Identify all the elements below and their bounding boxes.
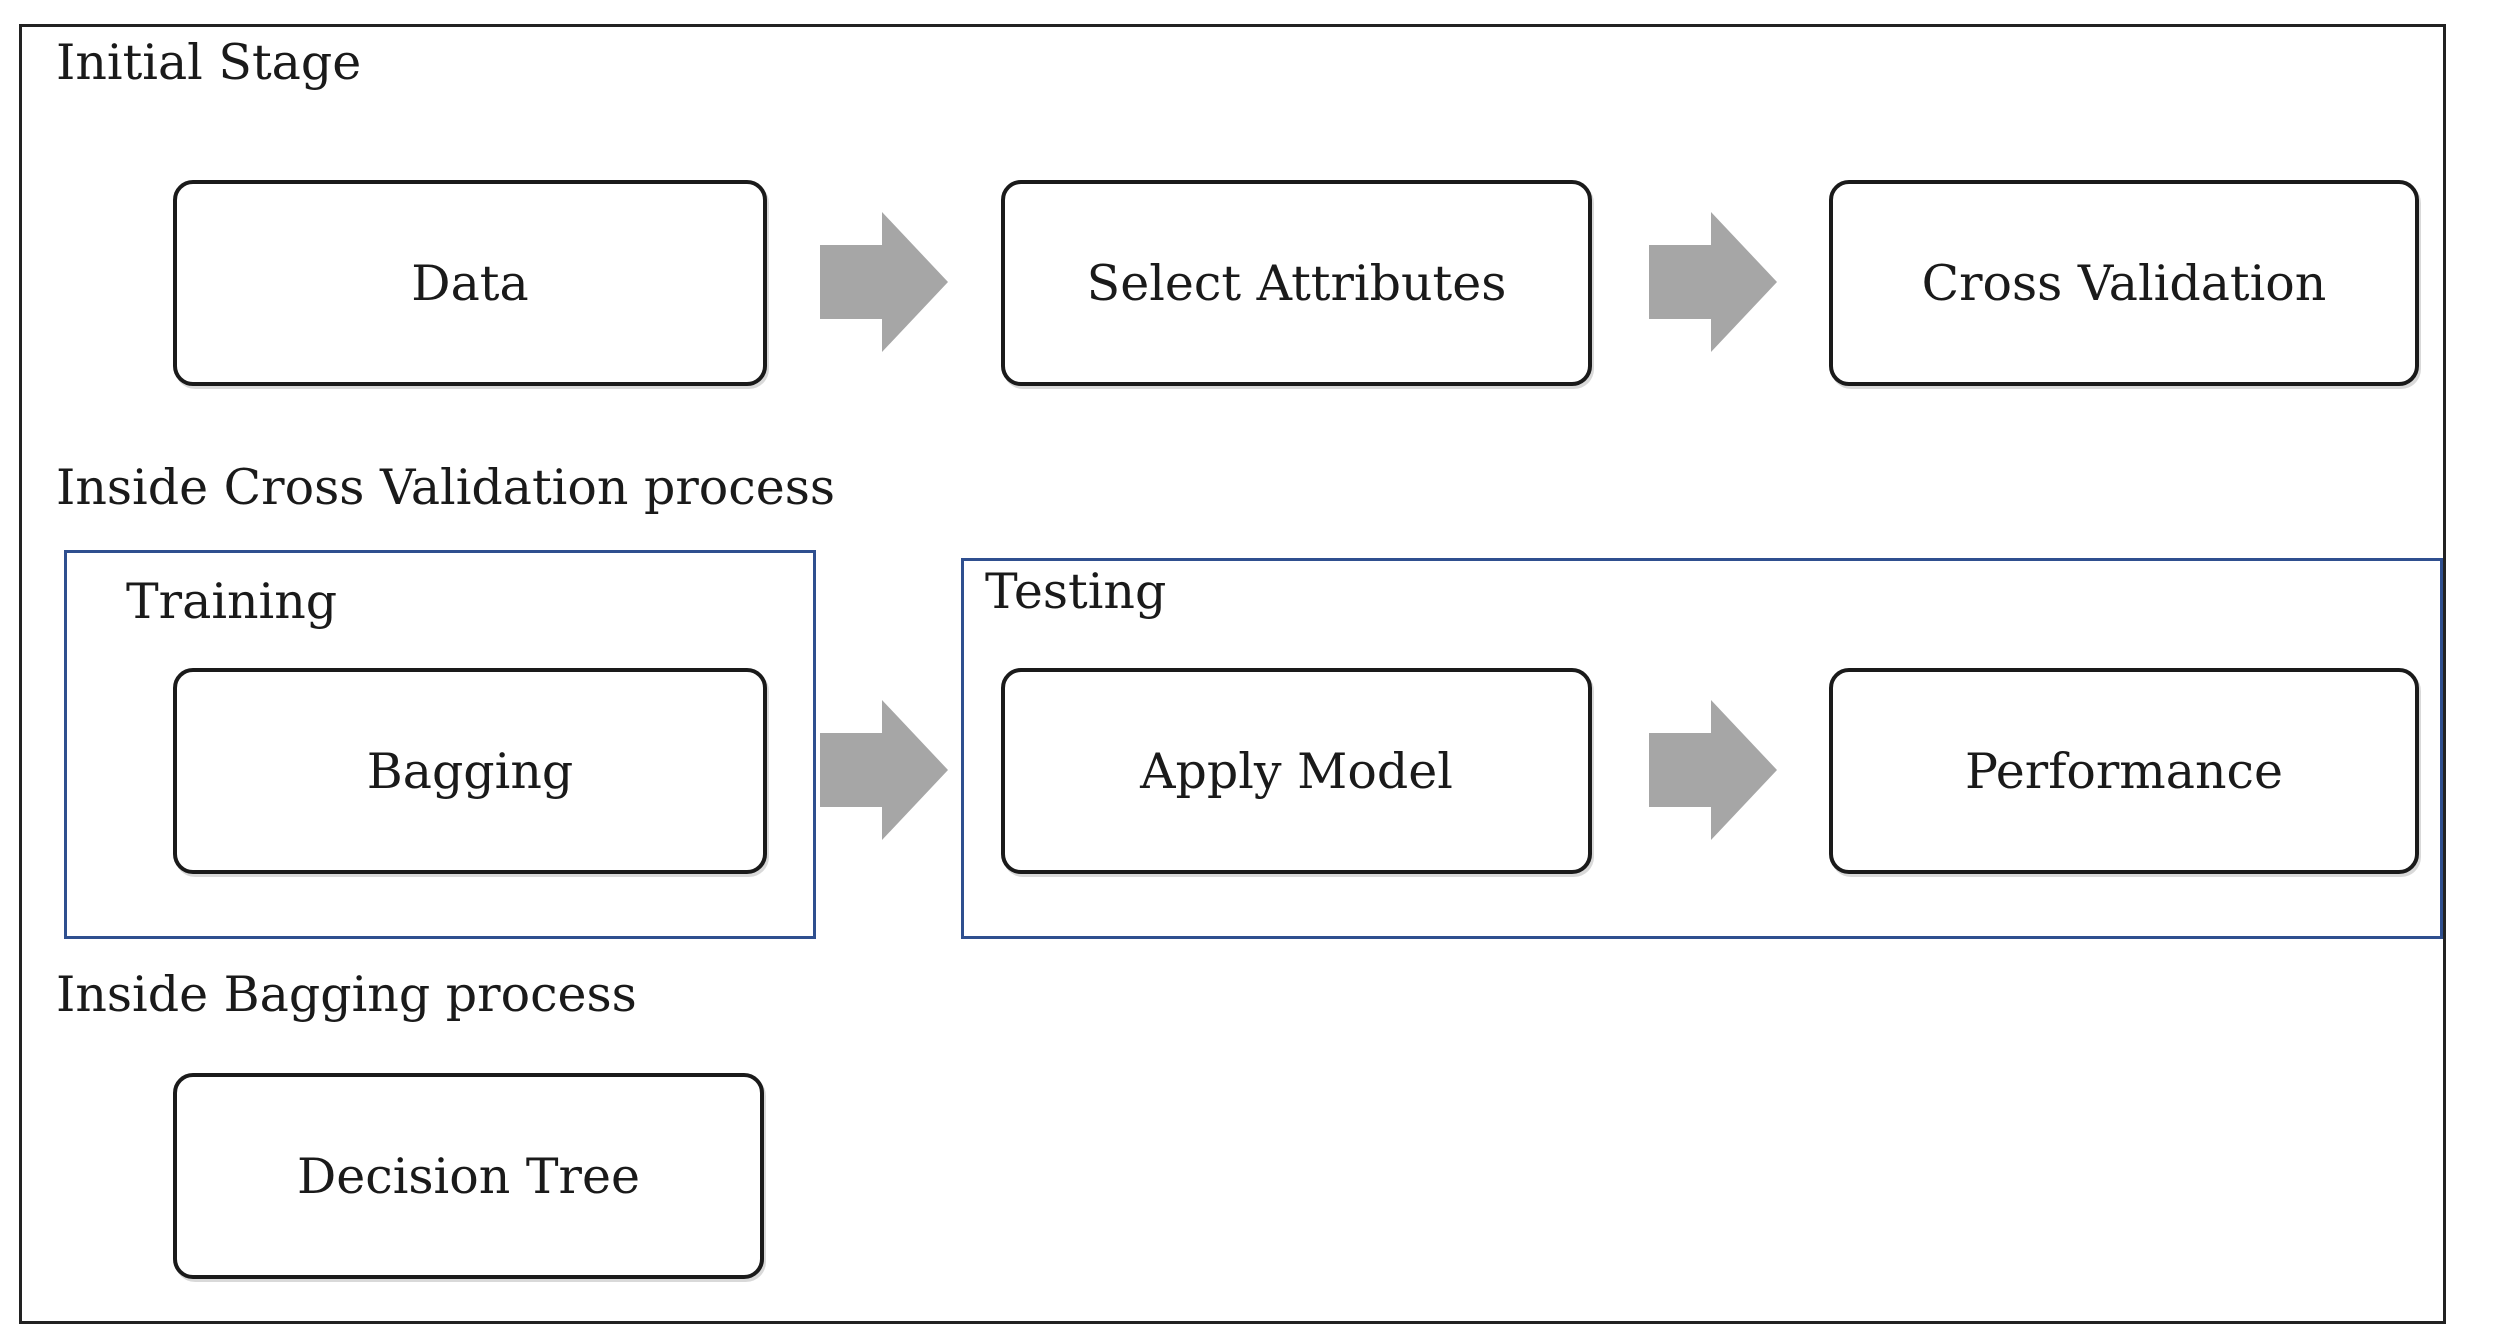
node-decision-tree: Decision Tree	[173, 1073, 764, 1279]
arrow-right-icon	[820, 212, 948, 352]
node-apply-model: Apply Model	[1001, 668, 1592, 874]
node-apply-model-label: Apply Model	[1140, 742, 1453, 800]
node-cross-validation: Cross Validation	[1829, 180, 2419, 386]
arrow-right-icon	[1649, 212, 1777, 352]
arrow-right-icon	[1649, 700, 1777, 840]
group-training-label: Training	[126, 573, 338, 630]
node-bagging-label: Bagging	[366, 742, 574, 800]
node-cross-validation-label: Cross Validation	[1921, 254, 2327, 312]
node-performance-label: Performance	[1965, 742, 2283, 800]
node-data: Data	[173, 180, 767, 386]
group-training	[64, 550, 816, 939]
group-testing-label: Testing	[985, 563, 1167, 620]
arrow-right-icon	[820, 700, 948, 840]
node-performance: Performance	[1829, 668, 2419, 874]
node-select-attributes-label: Select Attributes	[1086, 254, 1507, 312]
node-select-attributes: Select Attributes	[1001, 180, 1592, 386]
group-testing	[961, 558, 2443, 939]
section-title-initial-stage: Initial Stage	[56, 34, 362, 91]
node-decision-tree-label: Decision Tree	[297, 1147, 640, 1205]
diagram-frame	[19, 24, 2446, 1324]
section-title-cross-validation: Inside Cross Validation process	[56, 459, 835, 516]
node-data-label: Data	[411, 254, 529, 312]
node-bagging: Bagging	[173, 668, 767, 874]
section-title-bagging: Inside Bagging process	[56, 966, 637, 1023]
